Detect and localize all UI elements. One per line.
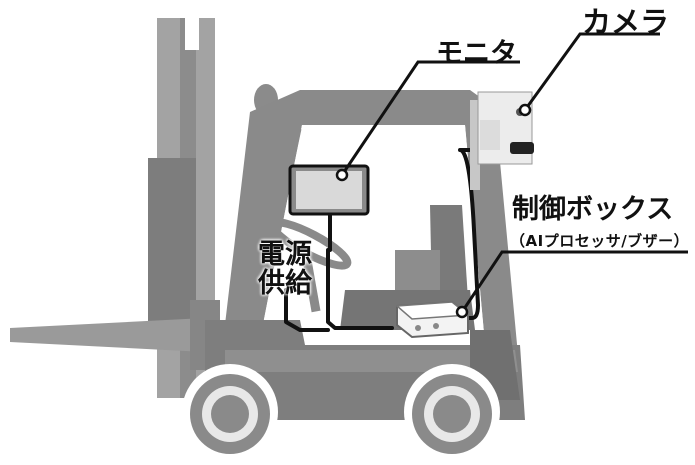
leader-lines <box>340 32 688 313</box>
control-box-sublabel: （AIプロセッサ/ブザー） <box>510 232 690 250</box>
rear-wheel <box>404 364 500 460</box>
camera-device <box>470 91 534 190</box>
power-supply-label-line1: 電源 <box>258 239 312 270</box>
monitor-marker <box>335 168 349 182</box>
monitor-device <box>288 164 370 216</box>
monitor-label: モニタ <box>436 38 517 69</box>
cables <box>284 148 488 332</box>
control-box-marker <box>455 305 469 319</box>
power-supply-label-line2: 供給 <box>258 268 312 299</box>
power-supply-label: 電源 供給 <box>258 240 312 298</box>
control-box-label: 制御ボックス <box>512 194 674 225</box>
camera-label: カメラ <box>582 5 670 39</box>
steering-wheel <box>268 218 352 313</box>
control-box-device <box>395 300 470 339</box>
camera-marker <box>518 103 532 117</box>
front-wheel <box>182 364 278 460</box>
